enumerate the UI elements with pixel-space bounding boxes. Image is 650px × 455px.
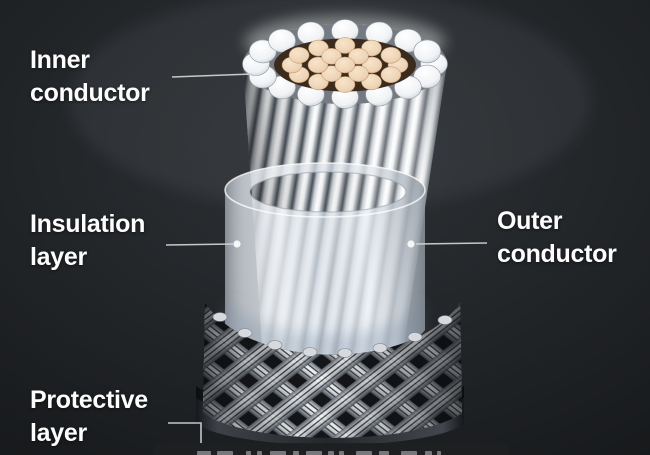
label-protective-layer: Protective layer [30, 386, 148, 447]
callout-leaders [165, 73, 488, 443]
caption-glyph [257, 451, 262, 455]
caption-glyph [425, 451, 432, 455]
caption-bar [153, 443, 510, 455]
caption-glyph [270, 451, 286, 455]
inner-conductor-cut-face [242, 19, 448, 109]
caption-glyph [217, 451, 233, 455]
insulation-layer-leader-line [165, 243, 234, 246]
callout-dot [233, 240, 241, 248]
caption-glyph [293, 451, 299, 455]
caption-glyph [401, 451, 417, 455]
callout-dot [407, 240, 415, 248]
label-outer-conductor: Outer conductor [497, 207, 617, 268]
protective-layer-leader-line [168, 422, 202, 443]
caption-glyph [246, 451, 251, 455]
braid-cut-wire-ends [212, 312, 453, 358]
caption-glyph [306, 451, 322, 455]
outer-conductor-leader-line [415, 242, 488, 245]
label-insulation-layer: Insulation layer [30, 210, 146, 271]
inner-conductor-leader-line [171, 73, 253, 78]
caption-glyph [356, 451, 372, 455]
label-inner-conductor: Inner conductor [30, 46, 150, 107]
caption-glyph [437, 451, 441, 455]
caption-glyph [197, 451, 211, 455]
caption-glyph [339, 451, 344, 455]
outer-conductor-braid [203, 303, 462, 438]
caption-glyph [379, 451, 389, 455]
caption-glyph [328, 451, 334, 455]
